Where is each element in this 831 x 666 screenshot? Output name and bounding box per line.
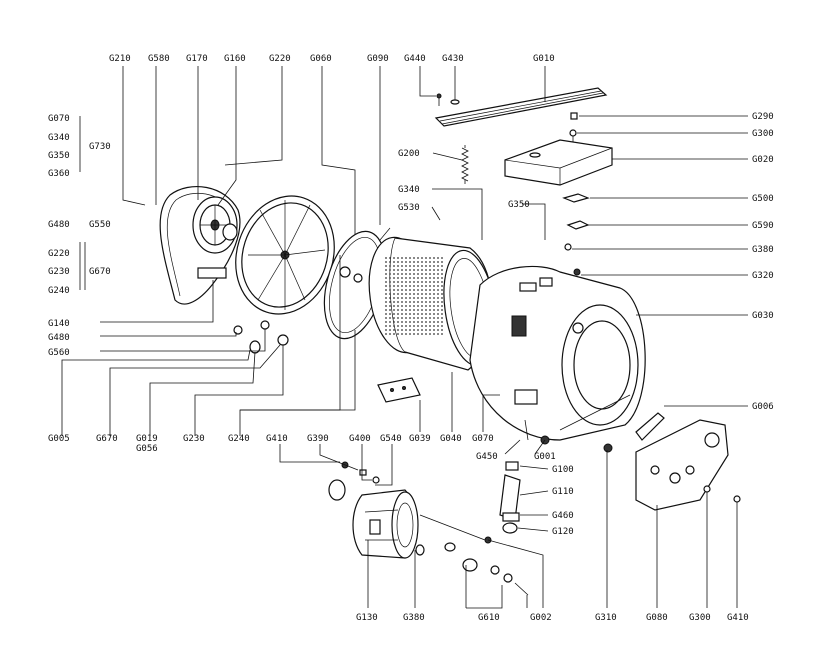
label-g020: G020 <box>752 155 774 165</box>
label-g090: G090 <box>367 54 389 64</box>
label-g110: G110 <box>552 487 574 497</box>
label-g670: G670 <box>89 267 111 277</box>
small-screw-part <box>436 93 460 106</box>
label-g290: G290 <box>752 112 774 122</box>
label-g310: G310 <box>595 613 617 623</box>
label-g410: G410 <box>266 434 288 444</box>
spring-part <box>461 145 469 184</box>
label-g220-left: G220 <box>48 249 70 259</box>
label-g350: G350 <box>48 151 70 161</box>
label-g130: G130 <box>356 613 378 623</box>
label-g300-bottom: G300 <box>689 613 711 623</box>
label-g240-bottom: G240 <box>228 434 250 444</box>
label-g210: G210 <box>109 54 131 64</box>
label-g610: G610 <box>478 613 500 623</box>
label-g430: G430 <box>442 54 464 64</box>
nut-part <box>733 495 741 503</box>
front-plate-part <box>635 419 729 511</box>
label-g730: G730 <box>89 142 111 152</box>
label-g380: G380 <box>752 245 774 255</box>
label-g170: G170 <box>186 54 208 64</box>
belt-pulley-part <box>159 186 241 305</box>
label-g560: G560 <box>48 348 70 358</box>
rear-plate-part <box>235 195 335 315</box>
label-g320: G320 <box>752 271 774 281</box>
label-g120: G120 <box>552 527 574 537</box>
label-g340-mid: G340 <box>398 185 420 195</box>
tub-fitting-part <box>514 389 613 453</box>
top-rail-part <box>434 87 608 127</box>
label-g580: G580 <box>148 54 170 64</box>
damper-part <box>499 461 521 534</box>
label-g160: G160 <box>224 54 246 64</box>
label-g002: G002 <box>530 613 552 623</box>
bracket-part <box>635 412 665 441</box>
label-g220: G220 <box>269 54 291 64</box>
small-bushing-part <box>233 320 289 354</box>
bolt-part <box>569 112 578 148</box>
label-g240-left: G240 <box>48 286 70 296</box>
label-g360: G360 <box>48 169 70 179</box>
label-g390: G390 <box>307 434 329 444</box>
label-g056: G056 <box>136 444 158 454</box>
label-g100: G100 <box>552 465 574 475</box>
outer-tub-part <box>469 265 646 441</box>
label-g019: G019 <box>136 434 158 444</box>
counterweight-part <box>504 139 613 186</box>
label-g460: G460 <box>552 511 574 521</box>
label-g140: G140 <box>48 319 70 329</box>
label-g001: G001 <box>534 452 556 462</box>
part-labels: G210 G580 G170 G160 G220 G060 G090 G440 … <box>48 54 774 623</box>
label-g670-bottom: G670 <box>96 434 118 444</box>
label-g540: G540 <box>380 434 402 444</box>
plate-washer-part <box>562 193 590 276</box>
label-g030: G030 <box>752 311 774 321</box>
label-g060: G060 <box>310 54 332 64</box>
motor-bracket-part <box>444 536 529 596</box>
label-g040: G040 <box>440 434 462 444</box>
label-g400: G400 <box>349 434 371 444</box>
label-g380-bottom: G380 <box>403 613 425 623</box>
label-g340: G340 <box>48 133 70 143</box>
label-g070: G070 <box>48 114 70 124</box>
label-g010: G010 <box>533 54 555 64</box>
motor-screw-part <box>341 461 380 484</box>
perforated-drum-part <box>368 227 497 371</box>
label-g350-mid: G350 <box>508 200 530 210</box>
label-g070-bottom: G070 <box>472 434 494 444</box>
label-g410-bottom: G410 <box>727 613 749 623</box>
label-g550: G550 <box>89 220 111 230</box>
label-g200: G200 <box>398 149 420 159</box>
label-g080: G080 <box>646 613 668 623</box>
label-g440: G440 <box>404 54 426 64</box>
label-g480: G480 <box>48 220 70 230</box>
label-g530: G530 <box>398 203 420 213</box>
label-g500: G500 <box>752 194 774 204</box>
label-g480-left: G480 <box>48 333 70 343</box>
heater-part <box>377 377 421 403</box>
nut-part <box>703 485 711 493</box>
label-g450: G450 <box>476 452 498 462</box>
label-g300: G300 <box>752 129 774 139</box>
label-g590: G590 <box>752 221 774 231</box>
label-g039: G039 <box>409 434 431 444</box>
label-g230-bottom: G230 <box>183 434 205 444</box>
leader-lines <box>61 66 748 609</box>
label-g006: G006 <box>752 402 774 412</box>
motor-part <box>328 479 486 559</box>
label-g005: G005 <box>48 434 70 444</box>
label-g230-left: G230 <box>48 267 70 277</box>
